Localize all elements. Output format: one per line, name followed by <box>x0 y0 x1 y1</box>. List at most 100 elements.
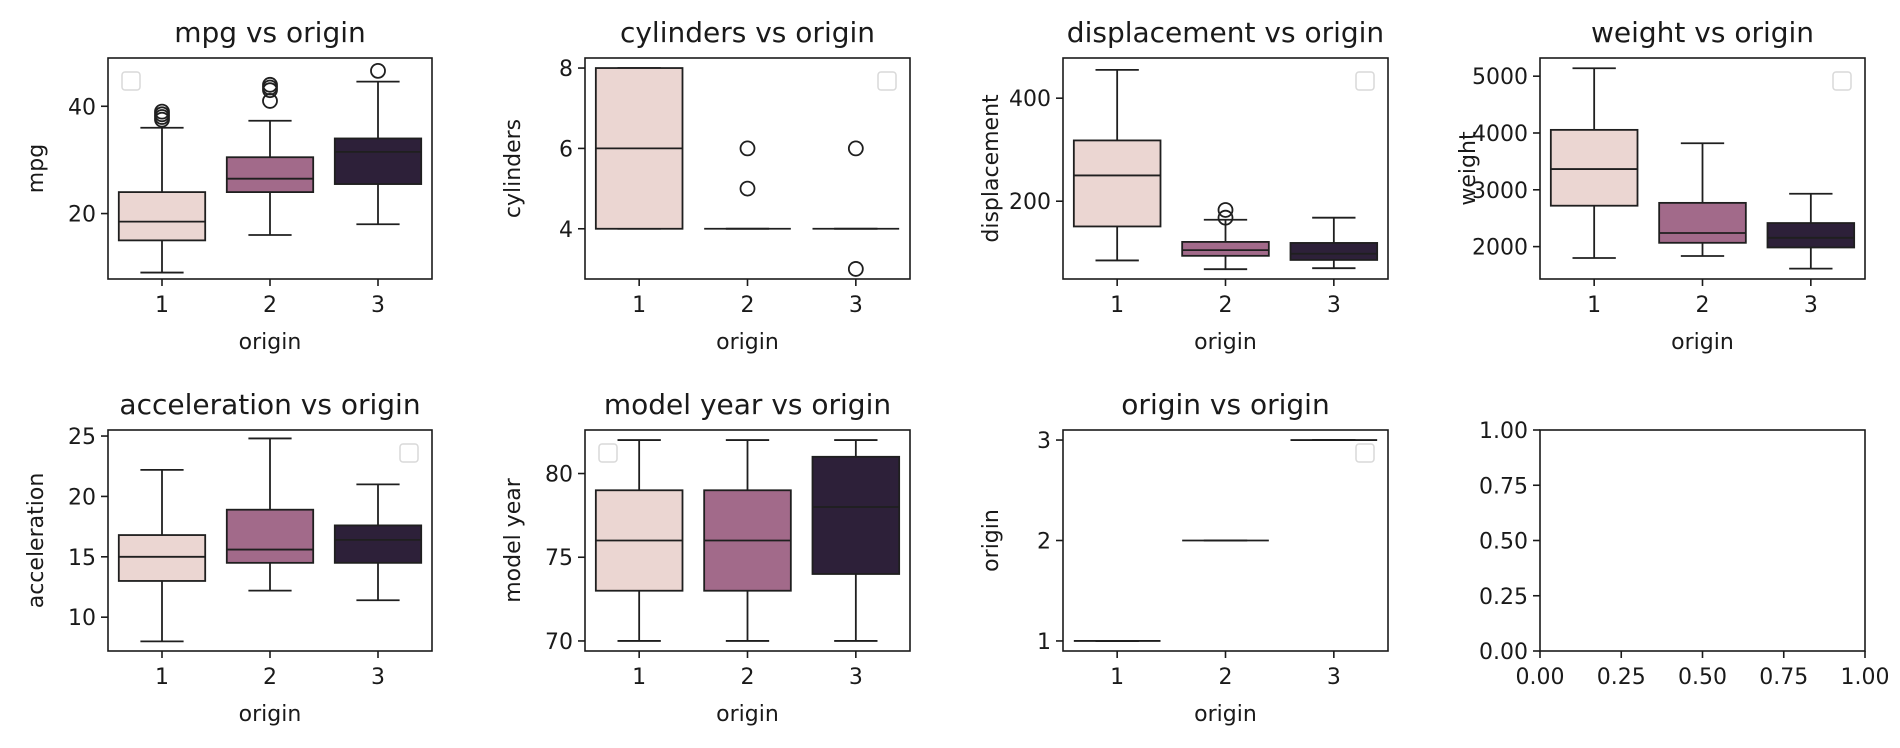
box-body <box>225 156 315 194</box>
x-tick-label: 1 <box>1587 293 1601 318</box>
x-tick-label: 0.25 <box>1597 665 1646 690</box>
box-origin-2 <box>225 437 315 592</box>
outlier-point <box>154 103 170 120</box>
box-origin-1 <box>117 468 207 643</box>
box-origin-1 <box>117 103 207 274</box>
y-axis-ticks: 0.000.250.500.751.00 <box>1479 419 1540 665</box>
y-tick-label: 1 <box>1037 630 1051 655</box>
y-tick-label: 4 <box>559 218 573 243</box>
y-tick-label: 3000 <box>1472 179 1528 204</box>
outlier-point <box>847 140 864 157</box>
box-origin-2 <box>1658 142 1747 257</box>
subplot-title: displacement vs origin <box>1067 16 1384 49</box>
box-origin-1 <box>1072 68 1162 262</box>
y-axis-label: mpg <box>24 144 49 193</box>
box-origin-2 <box>704 140 791 230</box>
y-tick-label: 4000 <box>1472 122 1528 147</box>
box-body <box>333 524 423 564</box>
y-axis-label: displacement <box>979 94 1004 243</box>
axes-frame <box>584 429 911 652</box>
subplot-title: model year vs origin <box>604 388 891 421</box>
box-origin-1 <box>594 67 684 230</box>
axes-frame <box>1062 429 1389 652</box>
y-tick-label: 3 <box>1037 429 1051 454</box>
y-tick-label: 0.00 <box>1479 640 1528 665</box>
y-tick-label: 0.25 <box>1479 585 1528 610</box>
legend-box <box>598 443 618 463</box>
box-origin-3 <box>811 439 901 642</box>
subplot-title: mpg vs origin <box>174 16 366 49</box>
legend-box <box>1832 71 1852 91</box>
axes-frame <box>107 429 433 652</box>
box-origin-2 <box>703 439 792 642</box>
axes-frame <box>1062 57 1389 280</box>
y-tick-label: 5000 <box>1472 65 1528 90</box>
x-tick-label: 3 <box>1804 293 1818 318</box>
x-tick-label: 1 <box>155 293 169 318</box>
x-tick-label: 1 <box>1110 665 1124 690</box>
y-axis-label: model year <box>501 477 526 603</box>
x-tick-label: 1.00 <box>1841 665 1890 690</box>
y-tick-label: 1.00 <box>1479 419 1528 444</box>
subplot-title: acceleration vs origin <box>119 388 420 421</box>
axes-frame <box>1539 429 1866 652</box>
y-axis-label: acceleration <box>24 473 49 609</box>
x-tick-label: 2 <box>1696 293 1710 318</box>
y-tick-label: 75 <box>545 546 573 571</box>
box-origin-3 <box>333 483 423 602</box>
x-tick-label: 0.50 <box>1678 665 1727 690</box>
box-origin-3 <box>1289 216 1379 270</box>
box-origin-3 <box>1766 192 1856 270</box>
outlier-point <box>847 261 864 277</box>
y-axis-ticks: 1 2 3 <box>1037 429 1063 655</box>
legend-box <box>121 71 141 91</box>
x-tick-label: 1 <box>632 293 646 318</box>
x-tick-label: 0.00 <box>1516 665 1565 690</box>
outlier-point <box>739 140 756 157</box>
y-tick-label: 25 <box>68 425 96 450</box>
box-body <box>1181 241 1270 257</box>
subplot-title: origin vs origin <box>1121 388 1329 421</box>
x-tick-label: 0.75 <box>1759 665 1808 690</box>
y-tick-label: 40 <box>68 95 96 120</box>
x-axis-label: origin <box>239 330 302 355</box>
x-axis-label: origin <box>1194 702 1257 727</box>
x-axis-label: origin <box>239 702 302 727</box>
legend-box <box>399 443 419 463</box>
subplot-title: cylinders vs origin <box>620 16 875 49</box>
y-tick-label: 10 <box>68 606 96 631</box>
box-body <box>117 534 207 582</box>
y-tick-label: 8 <box>559 57 573 82</box>
legend-box <box>877 71 897 91</box>
outlier-point <box>739 180 756 197</box>
box-body <box>225 508 315 564</box>
box-body <box>1658 201 1747 244</box>
x-axis-label: origin <box>1671 330 1734 355</box>
y-tick-label: 0.75 <box>1479 474 1528 499</box>
y-axis-ticks: 468 <box>559 57 585 243</box>
outlier-point <box>1217 202 1234 218</box>
y-axis-label: origin <box>979 509 1004 572</box>
y-tick-label: 400 <box>1009 87 1051 112</box>
x-axis-label: origin <box>1194 330 1257 355</box>
x-tick-label: 3 <box>849 665 863 690</box>
x-tick-label: 2 <box>741 293 755 318</box>
y-tick-label: 80 <box>545 463 573 488</box>
x-axis-label: origin <box>716 702 779 727</box>
y-tick-label: 20 <box>68 203 96 228</box>
outlier-point <box>370 62 386 79</box>
y-tick-label: 2 <box>1037 530 1051 555</box>
